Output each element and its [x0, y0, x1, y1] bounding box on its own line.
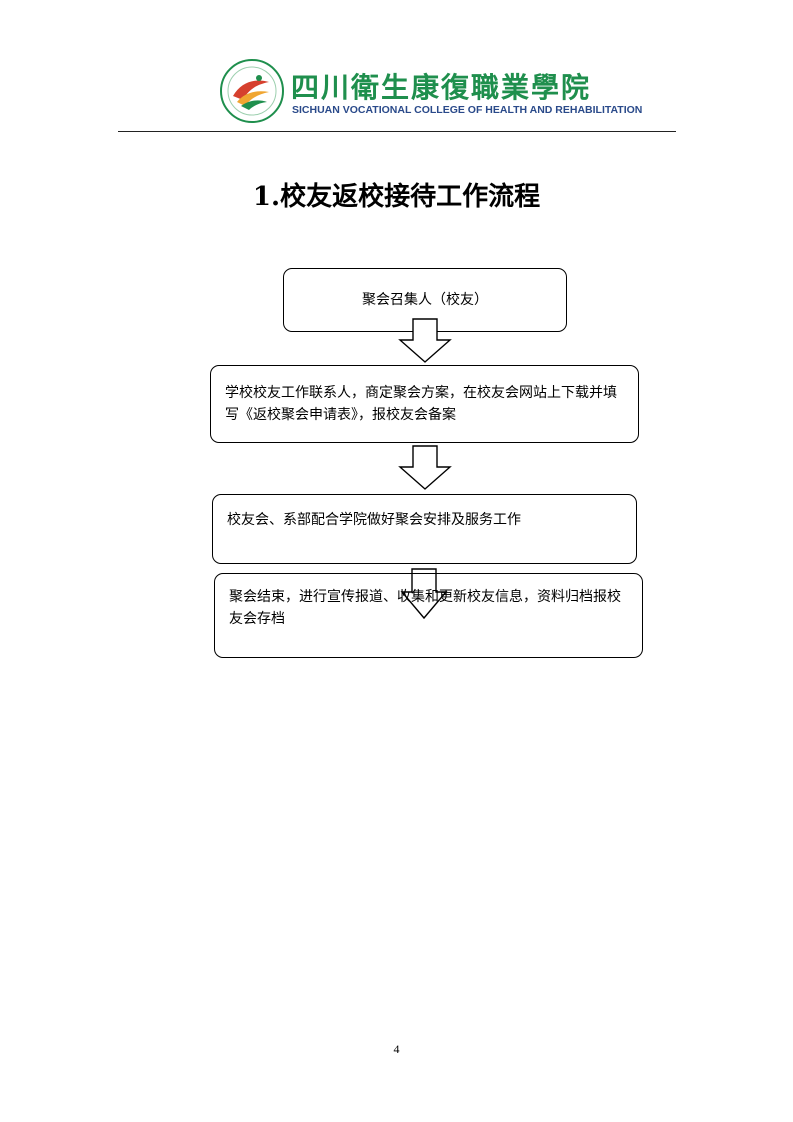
college-name-en: SICHUAN VOCATIONAL COLLEGE OF HEALTH AND… [292, 104, 643, 116]
flow-step-2: 学校校友工作联系人，商定聚会方案，在校友会网站上下载并填写《返校聚会申请表》，报… [210, 365, 639, 443]
down-arrow-icon [398, 445, 452, 490]
page-number: 4 [393, 1042, 400, 1056]
flow-step-3: 校友会、系部配合学院做好聚会安排及服务工作 [212, 494, 637, 564]
header-divider [118, 131, 676, 132]
flow-step-2-text: 学校校友工作联系人，商定聚会方案，在校友会网站上下载并填写《返校聚会申请表》，报… [225, 385, 617, 423]
down-arrow-icon [400, 568, 448, 620]
flow-step-1-text: 聚会召集人（校友） [362, 292, 488, 308]
document-header: 四川衛生康復職業學院 SICHUAN VOCATIONAL COLLEGE OF… [0, 0, 793, 140]
flow-step-4: 聚会结束，进行宣传报道、收集和更新校友信息，资料归档报校友会存档 [214, 573, 643, 658]
down-arrow-icon [398, 318, 452, 363]
page-title: 1.校友返校接待工作流程 [252, 182, 541, 212]
college-name-cn: 四川衛生康復職業學院 [291, 71, 592, 104]
flow-step-4-text: 聚会结束，进行宣传报道、收集和更新校友信息，资料归档报校友会存档 [229, 589, 621, 627]
flow-step-3-text: 校友会、系部配合学院做好聚会安排及服务工作 [227, 512, 521, 528]
college-emblem-icon [220, 59, 284, 123]
